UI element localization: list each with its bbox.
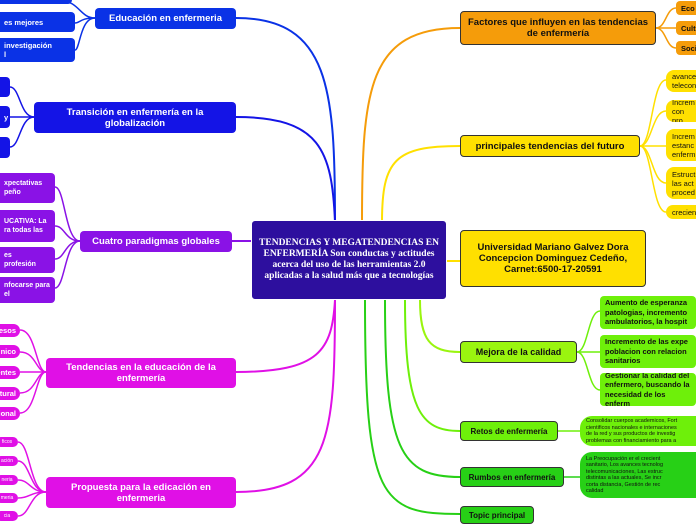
topic-paradigmas[interactable]: Cuatro paradigmas globales [80, 231, 232, 252]
paradigmas-leaf-3[interactable]: es profesión [0, 247, 55, 273]
topic-propuesta[interactable]: Propuesta para la edicación en enfermeri… [46, 477, 236, 508]
topic-tendencias-educacion-label: Tendencias en la educación de la enferme… [66, 362, 216, 384]
tendencias-leaf-4[interactable]: tural [0, 387, 20, 400]
paradigmas-leaf-4[interactable]: nfocarse para el [0, 277, 55, 303]
retos-note[interactable]: Consolidar cuerpos academicos, Fort cien… [580, 416, 696, 446]
topic-retos[interactable]: Retos de enfermería [460, 421, 558, 441]
transicion-leaf-1[interactable] [0, 77, 10, 97]
topic-rumbos-label: Rumbos en enfermería [468, 472, 556, 482]
tendencias-leaf-1[interactable]: esos [0, 324, 20, 337]
transicion-leaf-3[interactable] [0, 137, 10, 158]
educacion-leaf-1[interactable] [0, 0, 72, 4]
tendencias-leaf-3[interactable]: entes [0, 366, 20, 379]
principales-leaf-2[interactable]: Increm con pro [666, 100, 696, 122]
topic-educacion-label: Educación en enfermeria [109, 13, 222, 24]
propuesta-leaf-5[interactable]: cia [0, 511, 18, 521]
educacion-leaf-3[interactable]: investigación l [0, 38, 75, 62]
principales-leaf-4[interactable]: Estruct las act proced [666, 167, 696, 199]
topic-mejora[interactable]: Mejora de la calidad [460, 341, 577, 363]
topic-paradigmas-label: Cuatro paradigmas globales [92, 236, 220, 247]
topic-principales[interactable]: principales tendencias del futuro [460, 135, 640, 157]
author-info[interactable]: Universidad Mariano Galvez Dora Concepci… [460, 230, 646, 287]
topic-principal[interactable]: Topic principal [460, 506, 534, 524]
mejora-leaf-1[interactable]: Aumento de esperanza patologias, increme… [600, 296, 696, 329]
topic-principales-label: principales tendencias del futuro [475, 140, 625, 152]
topic-principal-label: Topic principal [468, 510, 526, 520]
tendencias-leaf-2[interactable]: nico [0, 345, 20, 358]
central-topic-text: TENDENCIAS Y MEGATENDENCIAS EN ENFERMERÍ… [259, 238, 439, 281]
factores-leaf-3[interactable]: Soci [676, 41, 696, 55]
author-info-text: Universidad Mariano Galvez Dora Concepci… [477, 242, 629, 275]
propuesta-leaf-1[interactable]: ficos [0, 437, 18, 447]
mejora-leaf-2[interactable]: Incremento de las expe poblacion con rel… [600, 335, 696, 368]
principales-leaf-1[interactable]: avance telecon [666, 70, 696, 92]
propuesta-leaf-3[interactable]: neria [0, 475, 18, 485]
topic-factores-label: Factores que influyen en las tendencias … [467, 17, 649, 39]
factores-leaf-1[interactable]: Eco [676, 1, 696, 15]
topic-educacion[interactable]: Educación en enfermeria [95, 8, 236, 29]
propuesta-leaf-4[interactable]: meria [0, 493, 18, 503]
mejora-leaf-3[interactable]: Gestionar la calidad del enfermero, busc… [600, 373, 696, 406]
central-topic[interactable]: TENDENCIAS Y MEGATENDENCIAS EN ENFERMERÍ… [251, 220, 447, 300]
topic-factores[interactable]: Factores que influyen en las tendencias … [460, 11, 656, 45]
topic-propuesta-label: Propuesta para la edicación en enfermeri… [71, 481, 211, 504]
transicion-leaf-2[interactable]: y [0, 106, 10, 128]
paradigmas-leaf-2[interactable]: UCATIVA: La ra todas las [0, 210, 55, 242]
topic-mejora-label: Mejora de la calidad [475, 346, 562, 357]
paradigmas-leaf-1[interactable]: xpectativas peño [0, 173, 55, 203]
propuesta-leaf-2[interactable]: ación [0, 456, 18, 466]
topic-retos-label: Retos de enfermería [470, 426, 548, 436]
principales-leaf-3[interactable]: Increm estanc enferm [666, 129, 696, 161]
educacion-leaf-2[interactable]: es mejores [0, 12, 75, 32]
rumbos-note[interactable]: La Preocupación er el crecient sanitario… [580, 452, 696, 498]
factores-leaf-2[interactable]: Cultu [676, 21, 696, 35]
topic-transicion[interactable]: Transición en enfermería en la globaliza… [34, 102, 236, 133]
topic-tendencias-educacion[interactable]: Tendencias en la educación de la enferme… [46, 358, 236, 388]
topic-transicion-label: Transición en enfermería en la globaliza… [66, 106, 204, 129]
topic-rumbos[interactable]: Rumbos en enfermería [460, 467, 564, 487]
principales-leaf-5[interactable]: crecien [666, 205, 696, 219]
tendencias-leaf-5[interactable]: ional [0, 407, 20, 420]
